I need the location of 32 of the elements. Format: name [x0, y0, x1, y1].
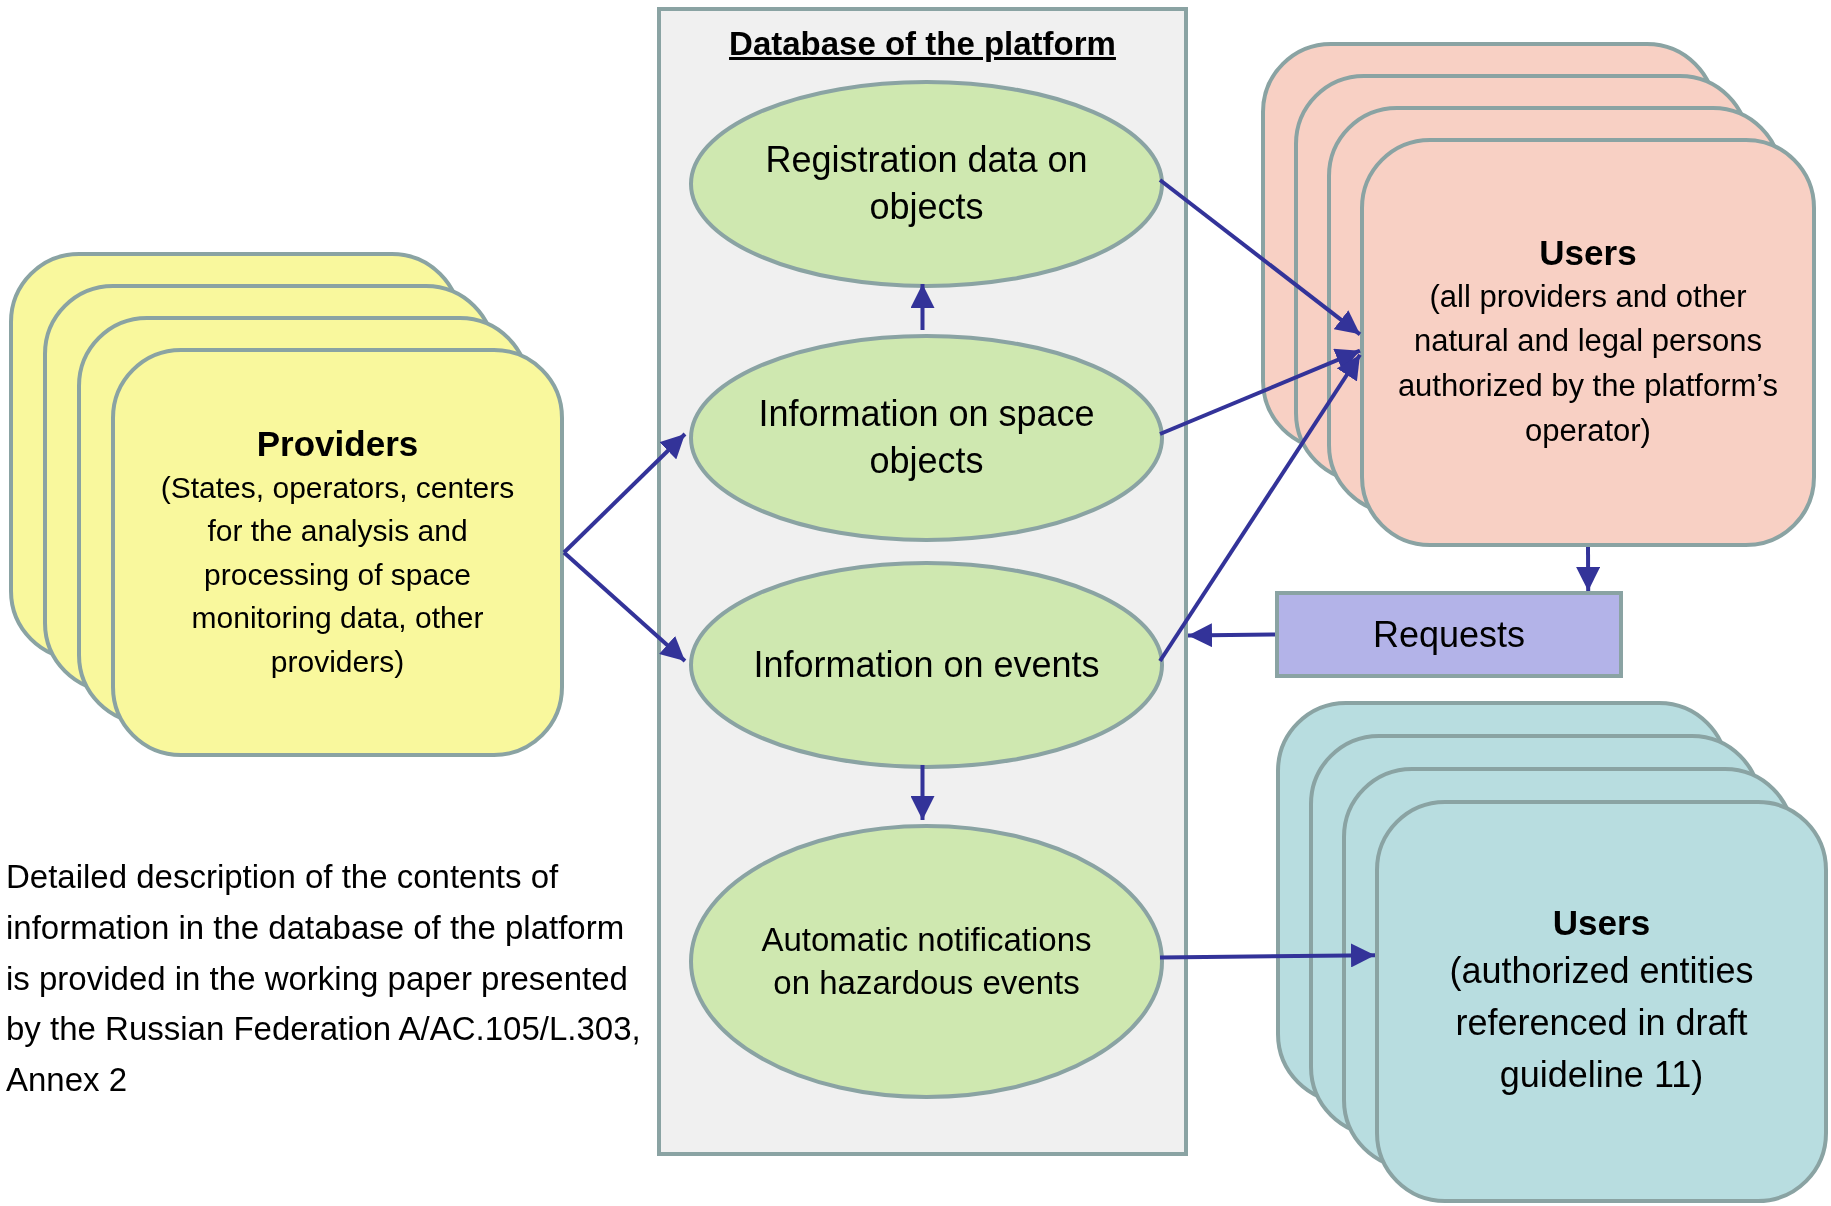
node-label: Information on events	[753, 642, 1100, 687]
process-box	[1275, 591, 1623, 678]
arrow	[910, 765, 935, 820]
arrow	[1159, 943, 1376, 968]
arrow	[1576, 547, 1601, 591]
card-heading: Users	[1539, 231, 1637, 274]
note-text: Detailed description of the contents of information in the database of the platform is provided in the working paper presented by the Russian Federation A/AC.105/L.303, Annex 2	[6, 857, 642, 1101]
database-panel	[657, 7, 1188, 1156]
card-description: (authorized entities referenced in draft guideline 11)	[1448, 949, 1755, 1098]
card-heading: Users	[1552, 902, 1651, 945]
ellipse-node	[689, 80, 1164, 288]
card-heading: Providers	[256, 422, 419, 465]
arrow	[562, 432, 687, 554]
stakeholder-card	[1375, 800, 1828, 1203]
arrow	[910, 284, 935, 330]
ellipse-node	[689, 334, 1164, 542]
arrow	[1158, 353, 1362, 663]
arrow	[1159, 348, 1361, 436]
ellipse-node	[689, 561, 1164, 769]
node-label: Requests	[1372, 613, 1526, 656]
node-label: Information on space objects	[757, 392, 1096, 483]
stakeholder-card	[1360, 138, 1816, 547]
card-description: (all providers and other natural and legal persons authorized by the platform’s operator)	[1396, 277, 1780, 451]
arrow	[562, 551, 687, 663]
node-label: Automatic notifications on hazardous events	[760, 919, 1093, 1003]
ellipse-node	[689, 824, 1164, 1099]
card-description: (States, operators, centers for the analysis and processing of space monitoring data, other providers)	[159, 469, 516, 680]
arrow	[1187, 623, 1276, 648]
panel-title: Database of the platform	[729, 25, 1116, 62]
stakeholder-card	[111, 348, 564, 757]
arrow	[1158, 178, 1362, 336]
node-label: Registration data on objects	[764, 138, 1089, 229]
